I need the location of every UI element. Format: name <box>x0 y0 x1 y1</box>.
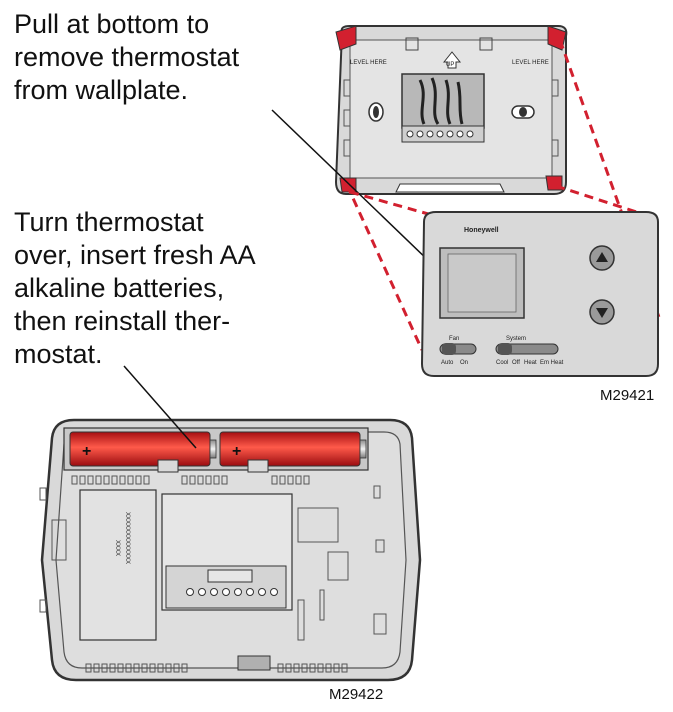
thermostat-front: Honeywell Fan Auto On System Cool Off He… <box>420 211 659 377</box>
label-code-line-2: XXXX <box>114 540 120 556</box>
instruction-line: remove thermostat <box>14 42 240 72</box>
tab-top-left <box>335 25 357 51</box>
wire-opening <box>401 73 485 129</box>
instruction-replace-batteries: Turn thermostat over, insert fresh AA al… <box>14 206 314 371</box>
instruction-line: over, insert fresh AA <box>14 240 256 270</box>
fan-option-auto: Auto <box>441 360 454 366</box>
system-option-cool: Cool <box>496 360 508 366</box>
instruction-line: alkaline batteries, <box>14 273 225 303</box>
instruction-line: Turn thermostat <box>14 207 204 237</box>
system-option-off: Off <box>512 360 520 366</box>
temp-up-button <box>589 245 615 271</box>
pointer-line-step2 <box>123 365 197 449</box>
figure-1-label: M29421 <box>600 387 655 404</box>
instruction-remove-thermostat: Pull at bottom to remove thermostat from… <box>14 8 304 107</box>
battery-2: + <box>219 431 367 467</box>
system-label: System <box>506 336 526 342</box>
battery-1: + <box>69 431 217 467</box>
wallplate: LEVEL HERE LEVEL HERE UP <box>334 25 568 195</box>
battery-1-plus: + <box>82 443 91 460</box>
battery-2-plus: + <box>232 443 241 460</box>
instruction-line: Pull at bottom to <box>14 9 210 39</box>
product-label <box>79 489 157 641</box>
release-latch <box>237 655 271 671</box>
wires <box>418 77 464 125</box>
level-here-right: LEVEL HERE <box>512 60 549 66</box>
system-option-heat: Heat <box>524 360 537 366</box>
figure-2-label: M29422 <box>329 686 384 703</box>
fan-label: Fan <box>449 336 459 342</box>
instruction-line: mostat. <box>14 339 103 369</box>
fan-option-on: On <box>460 360 468 366</box>
label-code-line-1: XXXXXXXXXXXXX <box>124 512 130 564</box>
brand-logo: Honeywell <box>464 227 499 234</box>
level-here-left: LEVEL HERE <box>350 60 387 66</box>
temp-down-button <box>589 299 615 325</box>
system-option-em-heat: Em Heat <box>540 360 564 366</box>
instruction-line: then reinstall ther- <box>14 306 231 336</box>
up-label: UP <box>446 62 454 68</box>
thermostat-back: + + <box>39 418 422 682</box>
up-arrow-icon: UP <box>442 51 462 69</box>
terminal-pins <box>186 588 278 596</box>
instruction-line: from wallplate. <box>14 75 189 105</box>
